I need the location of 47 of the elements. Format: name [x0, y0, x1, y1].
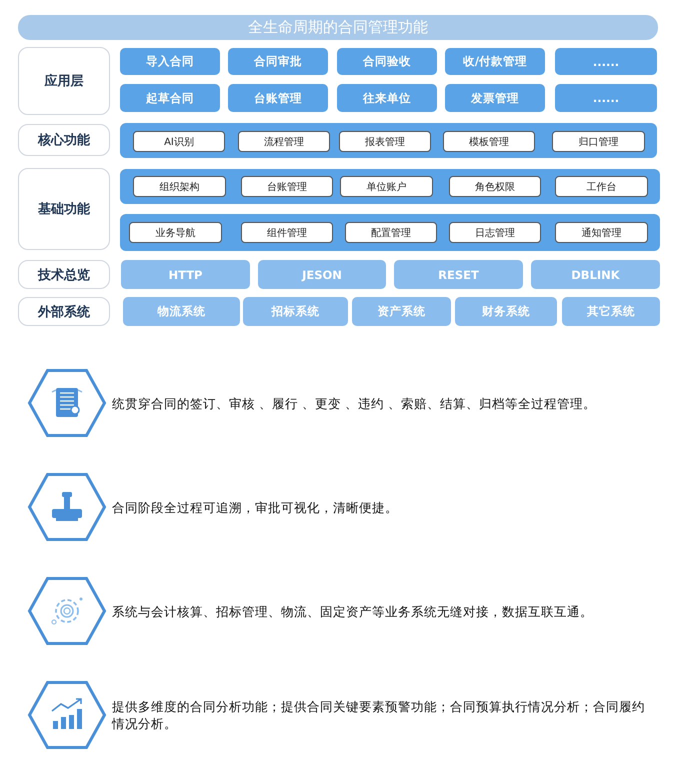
description-text: 提供多维度的合同分析功能；提供合同关键要素预警功能；合同预算执行情况分析；合同履约情况分析。	[112, 698, 646, 732]
function-tile: 组织架构	[133, 176, 226, 197]
function-tile: 角色权限	[449, 176, 541, 197]
layer-label: 应用层	[18, 47, 110, 115]
description-text: 统贯穿合同的签订、审核 、履行 、更变 、违约 、索赔、结算、归档等全过程管理。	[112, 394, 597, 412]
function-tile: AI识别	[133, 131, 225, 152]
function-tile: 通知管理	[555, 222, 648, 243]
module-tile: 资产系统	[352, 297, 451, 326]
function-tile: 工作台	[555, 176, 648, 197]
title-banner: 全生命周期的合同管理功能	[18, 15, 658, 40]
module-tile: 起草合同	[120, 84, 220, 112]
description-text: 合同阶段全过程可追溯，审批可视化，清晰便捷。	[112, 498, 399, 516]
function-tile: 单位账户	[340, 176, 433, 197]
function-tile: 台账管理	[241, 176, 333, 197]
module-tile: 往来单位	[337, 84, 437, 112]
function-tile: 组件管理	[241, 222, 333, 243]
module-tile: RESET	[394, 260, 523, 289]
module-tile: 物流系统	[123, 297, 240, 326]
module-tile: 导入合同	[120, 48, 220, 75]
layer-label: 技术总览	[18, 260, 110, 289]
group-panel	[120, 214, 660, 251]
function-tile: 报表管理	[339, 131, 431, 152]
module-tile: HTTP	[121, 260, 250, 289]
group-panel	[120, 169, 660, 204]
function-tile: 日志管理	[449, 222, 541, 243]
module-tile: 收/付款管理	[445, 48, 545, 75]
module-tile: DBLINK	[531, 260, 660, 289]
function-tile: 业务导航	[129, 222, 222, 243]
module-tile: ......	[555, 84, 657, 112]
module-tile: 合同审批	[228, 48, 328, 75]
layer-label: 核心功能	[18, 124, 110, 156]
description-text: 系统与会计核算、招标管理、物流、固定资产等业务系统无缝对接，数据互联互通。	[112, 602, 594, 620]
function-tile: 模板管理	[443, 131, 535, 152]
module-tile: 财务系统	[455, 297, 557, 326]
layer-label: 外部系统	[18, 297, 110, 326]
module-tile: 招标系统	[243, 297, 348, 326]
function-tile: 配置管理	[345, 222, 437, 243]
module-tile: 合同验收	[337, 48, 437, 75]
module-tile: JESON	[258, 260, 386, 289]
function-tile: 归口管理	[552, 131, 645, 152]
module-tile: 台账管理	[228, 84, 328, 112]
module-tile: 发票管理	[445, 84, 545, 112]
module-tile: 其它系统	[562, 297, 660, 326]
module-tile: ......	[555, 48, 657, 75]
function-tile: 流程管理	[238, 131, 330, 152]
group-panel	[120, 123, 657, 158]
layer-label: 基础功能	[18, 168, 110, 250]
